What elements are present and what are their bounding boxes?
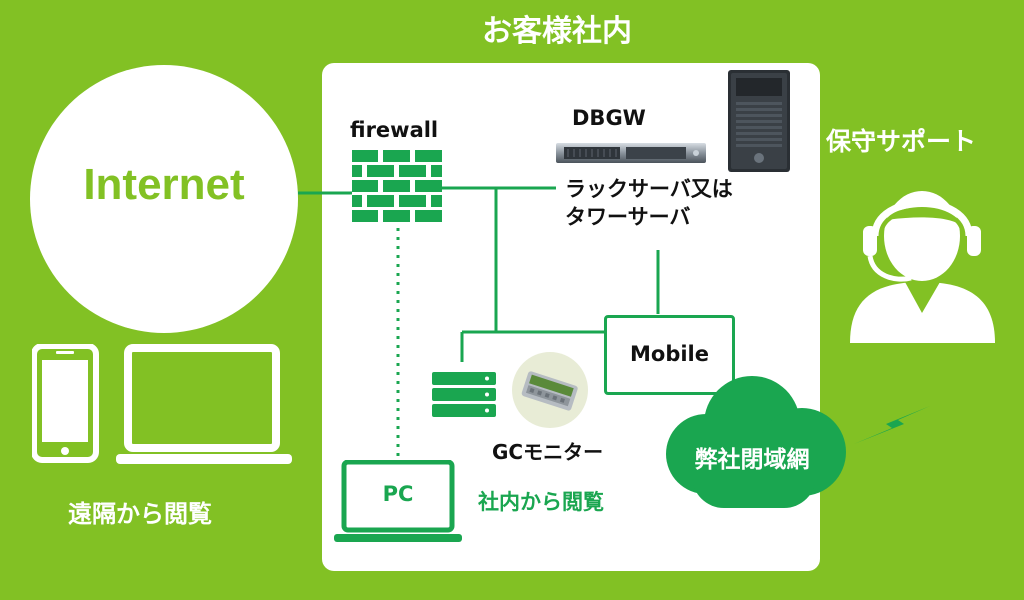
server-desc-line1: ラックサーバ又は (565, 177, 733, 201)
rack-server-icon (556, 143, 706, 163)
support-operator-icon (850, 191, 995, 343)
gc-monitor-label: GCモニター (492, 440, 604, 464)
pc-laptop-icon (334, 460, 462, 542)
server-desc-line2: タワーサーバ (565, 205, 691, 229)
closed-network-label: 弊社閉域網 (694, 447, 810, 473)
internet-label: Internet (83, 160, 245, 209)
server-name: DBGW (572, 106, 646, 130)
onsite-view-label: 社内から閲覧 (478, 490, 604, 514)
gc-monitor-device-icon (512, 352, 588, 428)
page-title: お客様社内 (482, 14, 632, 49)
firewall-icon (352, 150, 442, 222)
internet-circle (30, 65, 298, 333)
mobile-box (604, 315, 735, 395)
server-stack-icon (432, 372, 496, 417)
lightning-bolt-icon (854, 406, 930, 444)
firewall-label: firewall (350, 118, 439, 142)
closed-network-cloud (666, 376, 846, 508)
mobile-label: Mobile (630, 342, 709, 366)
remote-view-label: 遠隔から閲覧 (68, 500, 212, 528)
server-description: ラックサーバ又は タワーサーバ (565, 175, 733, 231)
support-label: 保守サポート (826, 127, 977, 156)
tower-server-icon (728, 70, 790, 172)
remote-devices-icon (32, 344, 292, 464)
pc-label: PC (382, 482, 414, 506)
